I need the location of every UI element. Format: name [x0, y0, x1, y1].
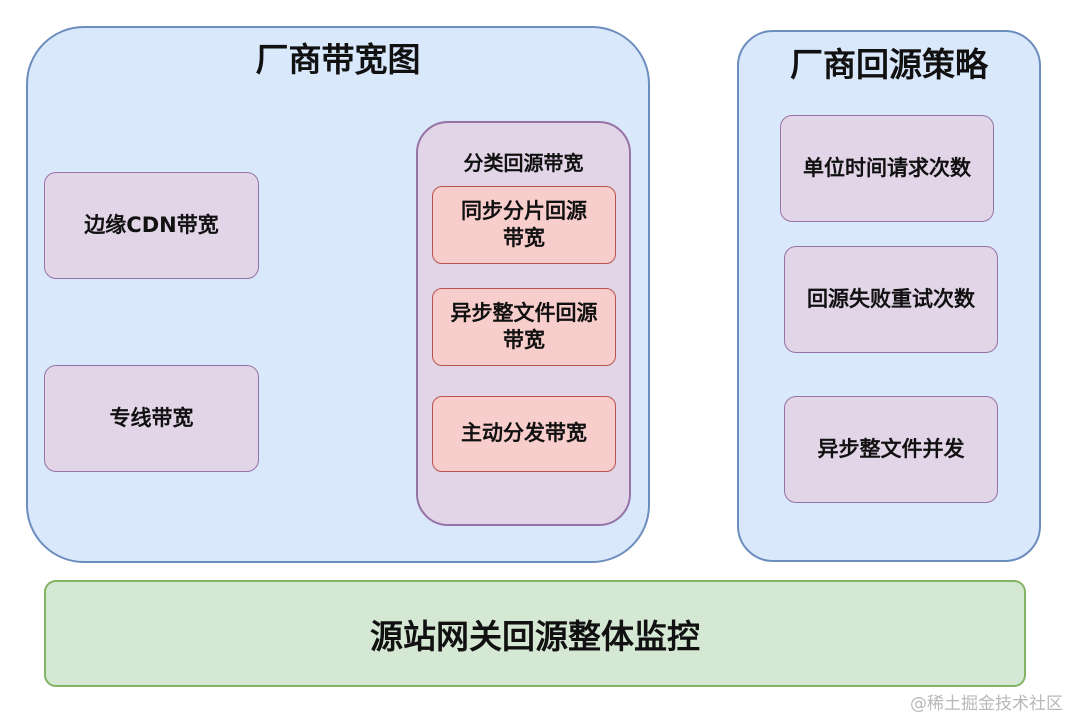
- async-concurrency-node: 异步整文件并发: [784, 396, 998, 503]
- retry-count-node: 回源失败重试次数: [784, 246, 998, 353]
- async-whole-file-bandwidth-label: 异步整文件回源 带宽: [450, 300, 598, 352]
- gateway-monitoring-bar: 源站网关回源整体监控: [44, 580, 1026, 687]
- sync-shard-bandwidth-label: 同步分片回源 带宽: [461, 198, 587, 250]
- watermark: @稀土掘金技术社区: [910, 694, 1063, 714]
- sync-shard-bandwidth-node: 同步分片回源 带宽: [432, 186, 616, 264]
- vendor-bandwidth-title: 厂商带宽图: [255, 40, 421, 79]
- classified-bandwidth-title: 分类回源带宽: [463, 151, 584, 175]
- async-whole-file-bandwidth-node: 异步整文件回源 带宽: [432, 288, 616, 366]
- active-distribution-bandwidth-node: 主动分发带宽: [432, 396, 616, 472]
- requests-per-unit-time-node: 单位时间请求次数: [780, 115, 994, 222]
- edge-cdn-bandwidth-node: 边缘CDN带宽: [44, 172, 259, 279]
- dedicated-line-bandwidth-node: 专线带宽: [44, 365, 259, 472]
- vendor-strategy-title: 厂商回源策略: [790, 45, 988, 84]
